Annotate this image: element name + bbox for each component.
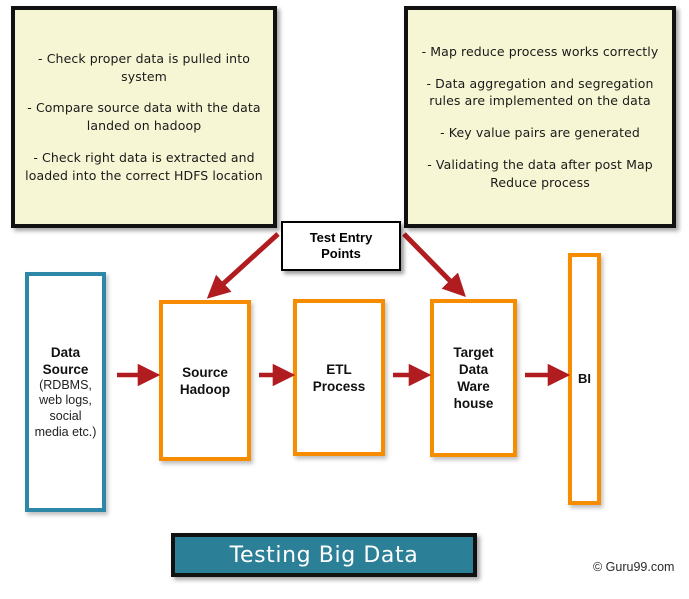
data-source-sub-1: (RDBMS, (39, 377, 92, 392)
etl-line-1: ETL (326, 361, 352, 377)
note-item: - Data aggregation and segregation rules… (426, 75, 654, 109)
test-entry-points-box: Test Entry Points (281, 221, 401, 271)
entry-line-2: Points (321, 246, 361, 261)
entry-line-1: Test Entry (309, 230, 373, 246)
target-line-1: Target (453, 345, 494, 360)
note-item: - Check right data is extracted and load… (25, 149, 263, 183)
target-line-4: house (453, 396, 494, 411)
extract-checks-note: - Check proper data is pulled into syste… (11, 6, 277, 228)
target-data-warehouse-label: Target Data Ware house (453, 344, 493, 412)
bi-box: BI (568, 253, 601, 505)
target-line-2: Data (458, 362, 489, 377)
bi-label: BI (578, 370, 591, 386)
test-entry-points-label: Test Entry Points (310, 230, 373, 262)
copyright-text: © Guru99.com (593, 560, 675, 574)
data-source-box: Data Source (RDBMS, web logs, social med… (25, 272, 106, 512)
data-source-sub-3: social (49, 409, 82, 423)
note-item: - Compare source data with the data land… (27, 100, 261, 133)
note-item: - Map reduce process works correctly (421, 43, 659, 59)
note-item: - Validating the data after post Map Red… (427, 156, 653, 190)
arrow-entry-to-hadoop (206, 232, 280, 299)
data-source-sub-2: web logs, (39, 393, 92, 408)
note-item: - Check proper data is pulled into syste… (38, 50, 250, 84)
note-item: - Key value pairs are generated (440, 125, 640, 140)
data-source-title-1: Data (50, 344, 81, 360)
title-banner-text: Testing Big Data (229, 542, 419, 568)
etl-process-label: ETL Process (313, 361, 366, 395)
source-hadoop-label: Source Hadoop (180, 364, 230, 398)
mapreduce-checks-note: - Map reduce process works correctly - D… (404, 6, 676, 228)
title-banner: Testing Big Data (171, 533, 477, 577)
target-line-3: Ware (457, 379, 490, 394)
source-hadoop-box: Source Hadoop (159, 300, 251, 461)
target-data-warehouse-box: Target Data Ware house (430, 299, 517, 457)
source-hadoop-line-1: Source (182, 364, 228, 380)
source-hadoop-line-2: Hadoop (179, 381, 231, 397)
etl-process-box: ETL Process (293, 299, 385, 456)
data-source-sub-4: media etc.) (34, 424, 97, 439)
data-source-label: Data Source (RDBMS, web logs, social med… (35, 344, 97, 441)
data-source-title-2: Source (42, 361, 89, 377)
arrow-entry-to-target (402, 232, 466, 297)
etl-line-2: Process (312, 378, 366, 394)
